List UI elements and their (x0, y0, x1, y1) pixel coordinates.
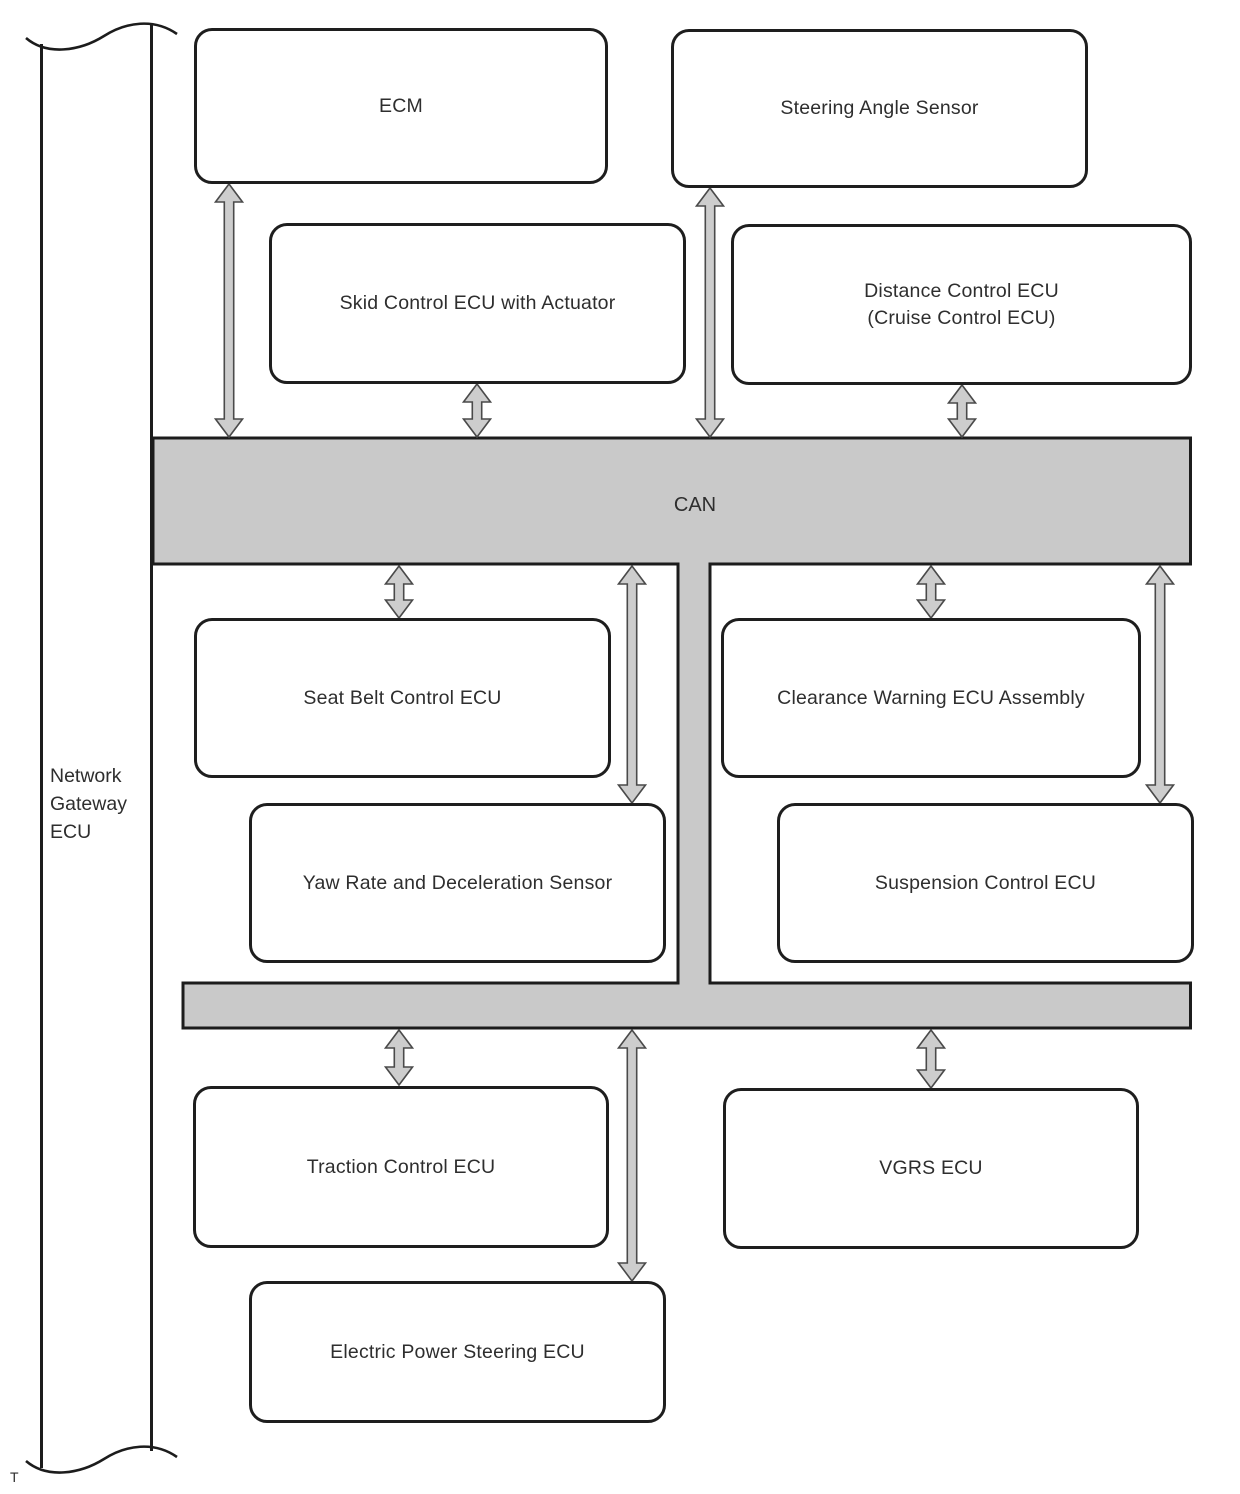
node-vgrs-ecu: VGRS ECU (723, 1088, 1139, 1249)
node-electric-power-steering-ecu-label: Electric Power Steering ECU (330, 1340, 585, 1363)
node-yaw-rate-sensor-label: Yaw Rate and Deceleration Sensor (302, 871, 613, 894)
node-vgrs-ecu-label: VGRS ECU (879, 1157, 983, 1179)
double-arrow-connector (915, 564, 947, 620)
node-electric-power-steering-ecu: Electric Power Steering ECU (249, 1281, 666, 1423)
node-steering-angle-sensor: Steering Angle Sensor (671, 29, 1088, 188)
node-suspension-control-ecu-label: Suspension Control ECU (874, 871, 1097, 894)
can-bus-label: CAN (673, 494, 717, 516)
node-seat-belt-control-ecu: Seat Belt Control ECU (194, 618, 611, 778)
node-clearance-warning-ecu-label: Clearance Warning ECU Assembly (777, 686, 1085, 709)
node-traction-control-ecu: Traction Control ECU (193, 1086, 609, 1248)
can-bus-shape (151, 436, 1192, 1030)
node-ecm: ECM (194, 28, 608, 184)
node-traction-control-ecu-label: Traction Control ECU (306, 1155, 496, 1178)
double-arrow-connector (694, 186, 726, 439)
node-steering-angle-sensor-label: Steering Angle Sensor (780, 97, 979, 119)
double-arrow-connector (461, 382, 493, 439)
node-distance-control-ecu-label: Distance Control ECU (Cruise Control ECU… (864, 279, 1059, 329)
double-arrow-connector (946, 383, 978, 439)
double-arrow-connector (213, 182, 245, 439)
gateway-bottom-break-line (25, 1445, 178, 1474)
node-distance-control-ecu: Distance Control ECU (Cruise Control ECU… (731, 224, 1192, 385)
double-arrow-connector (1144, 564, 1176, 805)
gateway-top-break-line (25, 22, 178, 51)
double-arrow-connector (383, 564, 415, 620)
double-arrow-connector (383, 1028, 415, 1087)
double-arrow-connector (915, 1028, 947, 1090)
node-ecm-label: ECM (379, 94, 423, 117)
node-skid-control-ecu-label: Skid Control ECU with Actuator (339, 292, 616, 314)
double-arrow-connector (616, 1028, 648, 1283)
node-seat-belt-control-ecu-label: Seat Belt Control ECU (303, 686, 502, 709)
node-yaw-rate-sensor: Yaw Rate and Deceleration Sensor (249, 803, 666, 963)
footnote-t: T (10, 1469, 19, 1485)
double-arrow-connector (616, 564, 648, 805)
network-gateway-ecu-label: Network Gateway ECU (50, 765, 127, 843)
node-skid-control-ecu: Skid Control ECU with Actuator (269, 223, 686, 384)
node-clearance-warning-ecu: Clearance Warning ECU Assembly (721, 618, 1141, 778)
node-suspension-control-ecu: Suspension Control ECU (777, 803, 1194, 963)
network-gateway-bar (25, 22, 178, 1474)
